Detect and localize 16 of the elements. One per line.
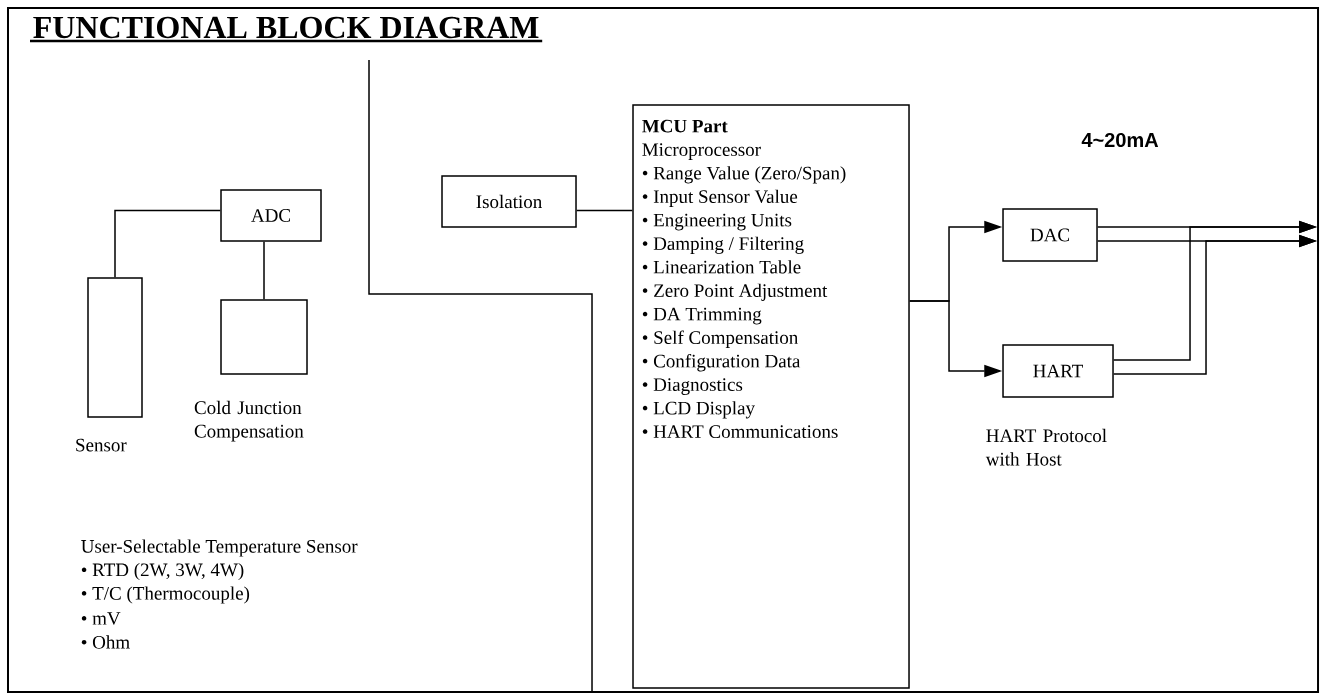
list-item: • mV bbox=[81, 612, 121, 625]
process-box: ADC bbox=[220, 189, 322, 242]
caption-text: HART Protocol with Host bbox=[985, 428, 1107, 466]
node-label: Sensor bbox=[76, 438, 127, 452]
list-item: • Ohm bbox=[81, 635, 130, 649]
list-heading: User-Selectable Temperature Sensor bbox=[81, 539, 358, 557]
process-box: HART bbox=[1002, 344, 1114, 398]
junction-box: Cold Junction Compensation bbox=[194, 299, 308, 442]
process-box: DAC bbox=[1002, 208, 1098, 262]
title: FUNCTIONAL BLOCK DIAGRAM bbox=[30, 16, 543, 43]
node-label: Cold Junction Compensation bbox=[194, 400, 304, 442]
list-item: • RTD (2W, 3W, 4W) bbox=[81, 562, 244, 581]
list-item: • T/C (Thermocouple) bbox=[81, 586, 250, 604]
output-label: 4~20mA bbox=[1081, 132, 1159, 148]
mcu-box: MCU Part Microprocessor • Range Value (Zero/Span) • Input Sensor Value • Engineering Units • Damping / Filtering • Linearization Table • Zero Point Adjustment • DA Trimming • Self Compensation • Configuration Data • Diagnostics • LCD Display • HART Communications bbox=[632, 104, 910, 689]
sensor-box: Sensor bbox=[76, 277, 143, 452]
